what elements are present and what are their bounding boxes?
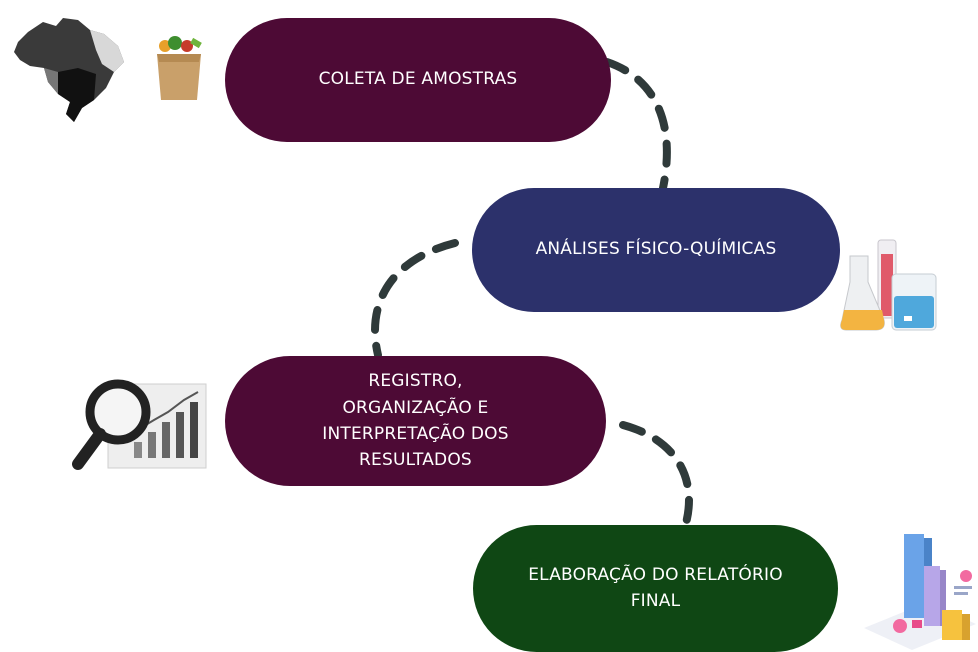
step-label: ANÁLISES FÍSICO-QUÍMICAS [535,239,777,260]
step-final-report: ELABORAÇÃO DO RELATÓRIO FINAL [473,525,838,652]
step-collect-samples: COLETA DE AMOSTRAS [225,18,611,142]
step-label: ELABORAÇÃO DO RELATÓRIO FINAL [528,565,783,611]
magnifier-chart-icon [72,379,207,470]
connector-3-4 [619,421,693,527]
step-physicochemical-analysis: ANÁLISES FÍSICO-QUÍMICAS [472,188,840,312]
connector-1-2 [603,58,671,192]
isometric-charts-icon [864,534,976,650]
step-record-results: REGISTRO, ORGANIZAÇÃO E INTERPRETAÇÃO DO… [225,356,606,486]
connector-2-3 [371,239,459,359]
lab-glassware-icon [840,239,937,331]
step-label: REGISTRO, ORGANIZAÇÃO E INTERPRETAÇÃO DO… [322,371,509,471]
brazil-map-icon [14,18,124,122]
grocery-bag-icon [157,36,202,100]
step-label: COLETA DE AMOSTRAS [318,69,518,90]
